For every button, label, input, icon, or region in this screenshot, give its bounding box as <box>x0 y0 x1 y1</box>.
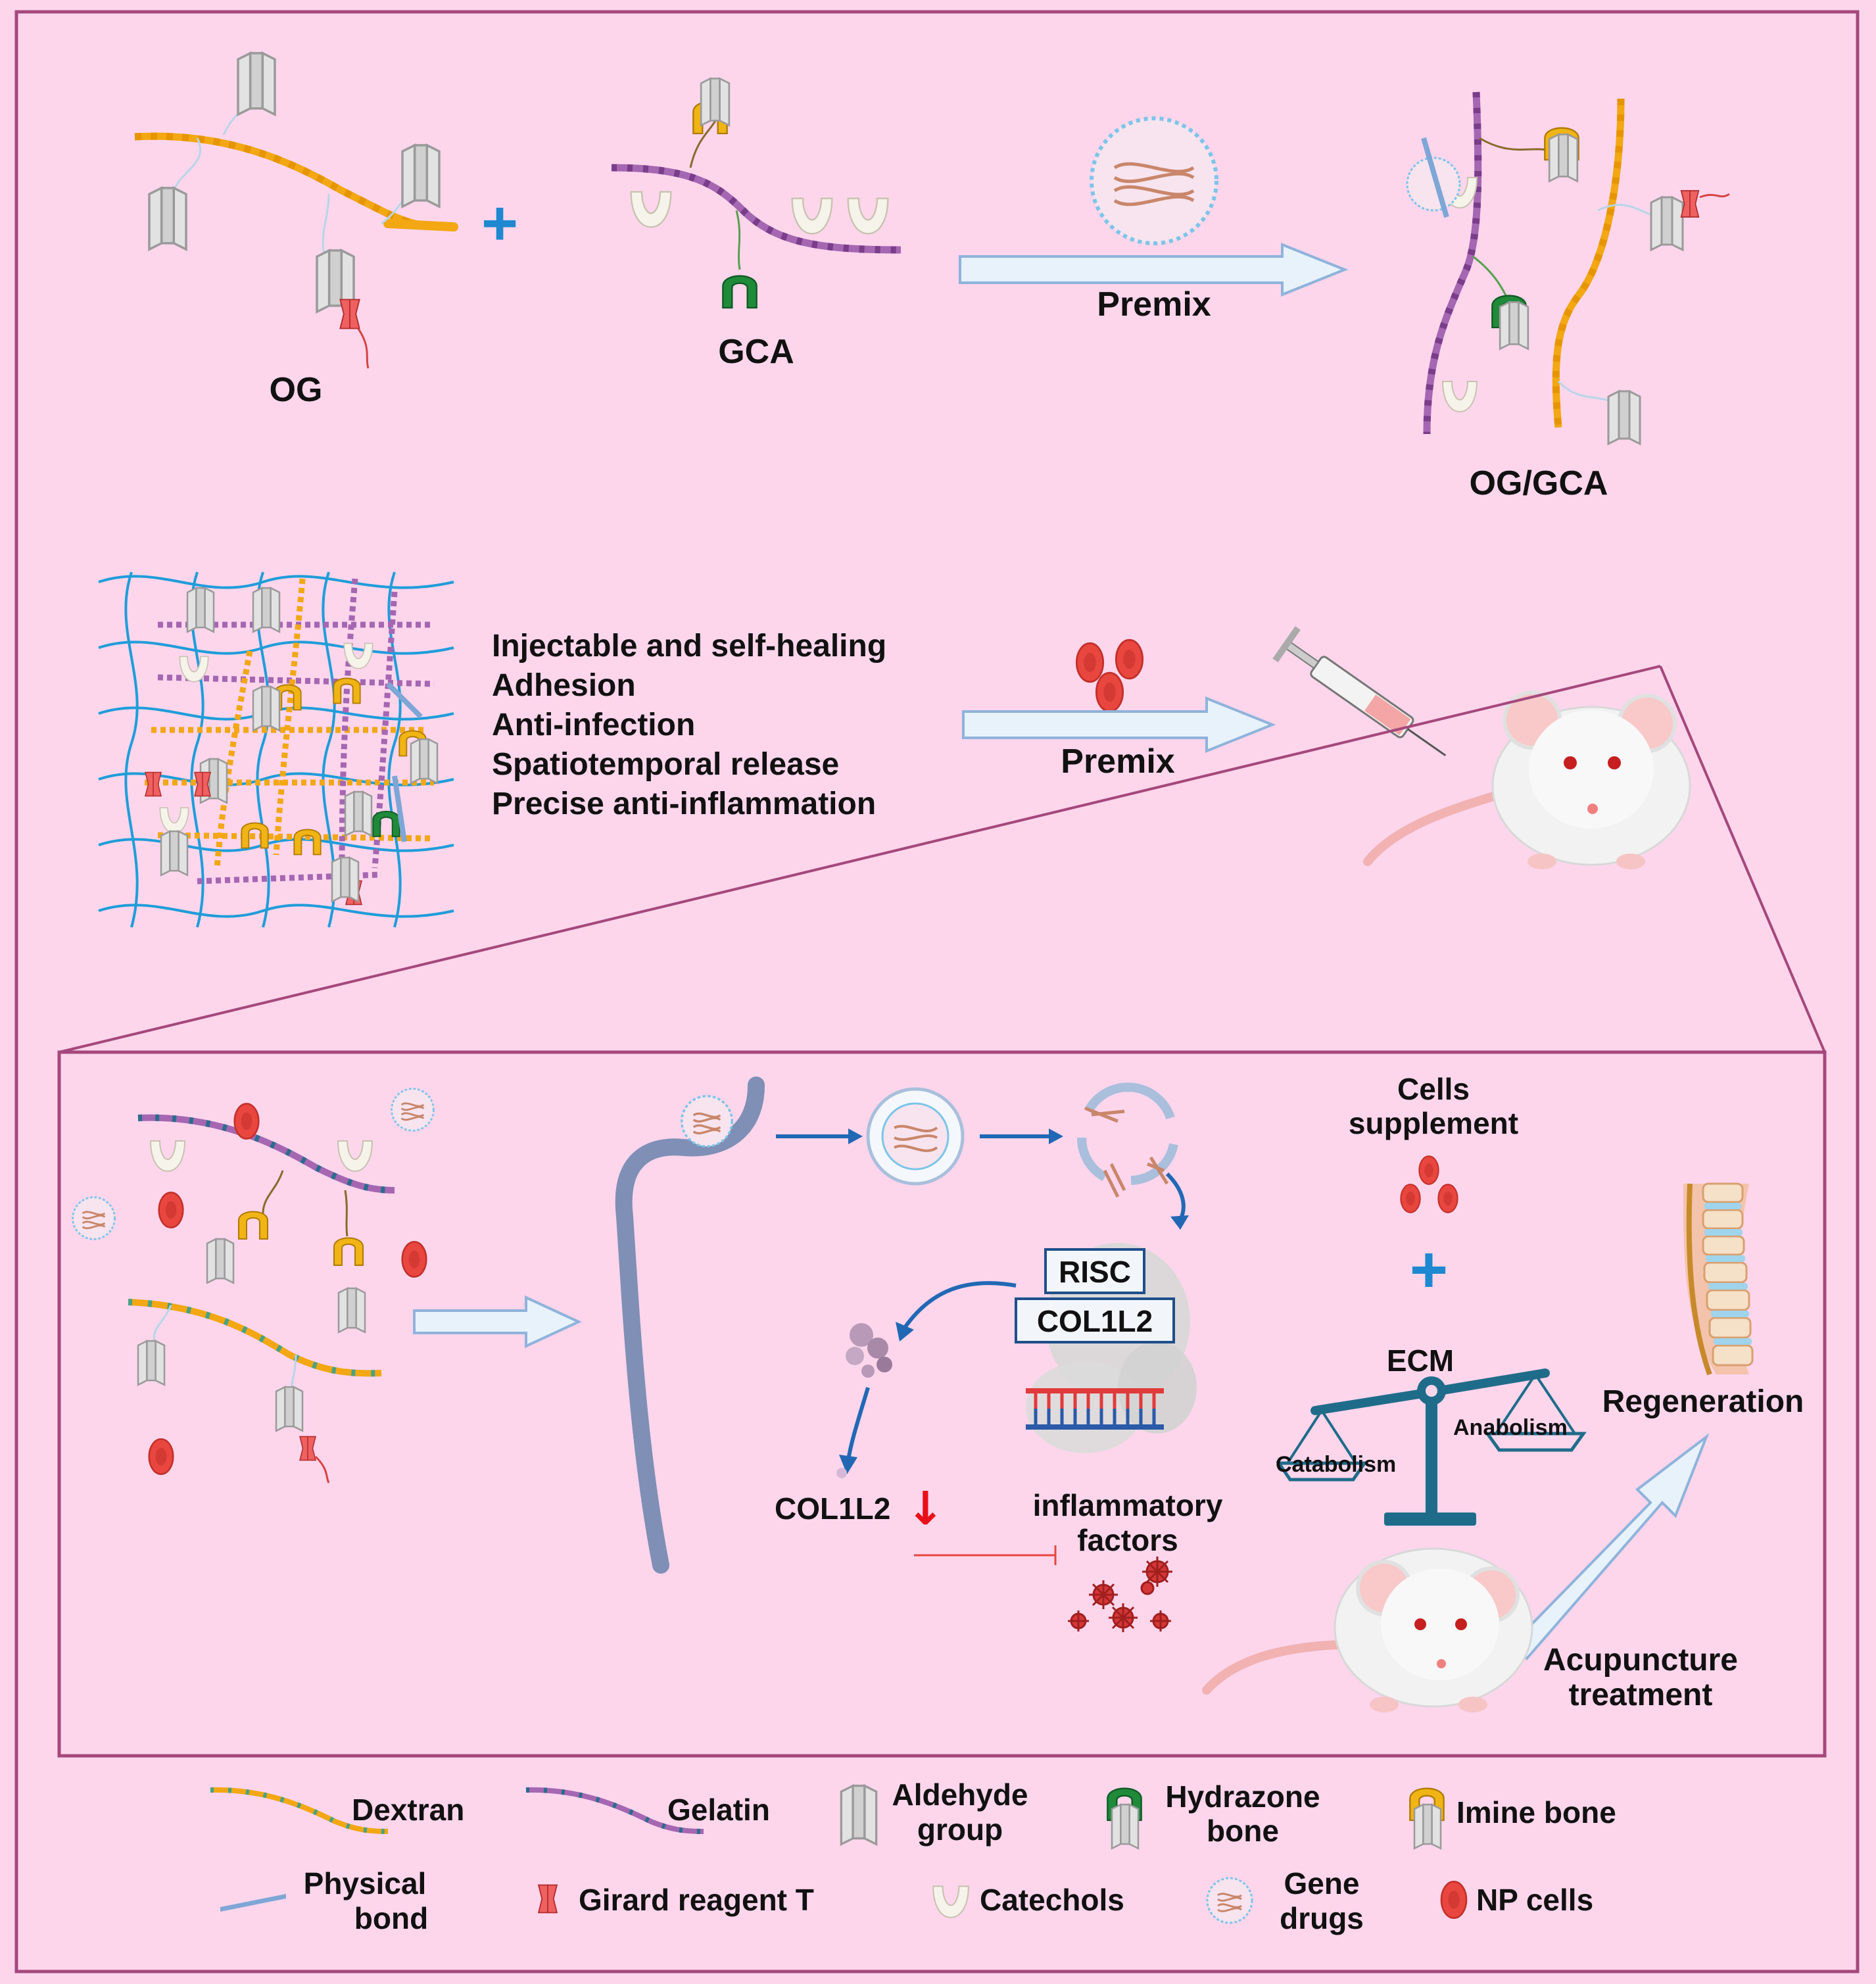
property-item: Spatiotemporal release <box>492 747 839 782</box>
gene-drug-capsule-top <box>1090 116 1218 245</box>
premix-arrow-middle <box>962 696 1276 753</box>
legend-dextran: Dextran <box>210 1787 464 1834</box>
hydrogel-components-zoom <box>72 1088 435 1484</box>
legend-gene-label-line1: Gene <box>1284 1866 1359 1900</box>
col1l2-label: COL1L2 <box>775 1491 890 1526</box>
anabolism-label: Anabolism <box>1453 1415 1568 1440</box>
legend-dextran-label: Dextran <box>352 1793 464 1827</box>
zoom-line-right <box>1659 665 1826 1053</box>
inflammatory-factors-icon <box>1068 1557 1172 1632</box>
properties-list: Injectable and self-healing Adhesion Ant… <box>492 629 886 821</box>
gene-drug-at-membrane <box>681 1095 733 1148</box>
cell-membrane <box>615 1077 765 1574</box>
plus-sign-top: + <box>481 188 518 258</box>
legend-gene-drugs: Gene drugs <box>1206 1866 1364 1935</box>
inflammatory-factors-label-line2: factors <box>1077 1523 1178 1557</box>
hydrogel-network <box>98 571 454 928</box>
target-box <box>1015 1297 1175 1343</box>
plus-sign-mechanism: + <box>1410 1233 1448 1307</box>
og-label: OG <box>270 371 323 409</box>
target-label: COL1L2 <box>1037 1304 1153 1338</box>
premix-arrow-top <box>959 243 1349 297</box>
mouse-icon-middle <box>1363 690 1691 869</box>
legend-hydrazone-label-line2: bone <box>1207 1814 1279 1848</box>
property-item: Injectable and self-healing <box>492 629 886 664</box>
uptake-arrowhead-2 <box>1049 1128 1063 1144</box>
legend-physical-bond: Physical bond <box>220 1866 428 1935</box>
acupuncture-label-line1: Acupuncture <box>1543 1643 1738 1678</box>
gca-molecule <box>611 78 902 309</box>
cells-supplement-label-line2: supplement <box>1349 1106 1518 1140</box>
property-item: Anti-infection <box>492 708 695 742</box>
degradation-arrow <box>846 1387 870 1461</box>
small-fragment <box>836 1468 847 1478</box>
legend-gene-label-line2: drugs <box>1280 1901 1364 1935</box>
legend-gelatin: Gelatin <box>525 1787 770 1834</box>
regeneration-label: Regeneration <box>1602 1384 1804 1419</box>
legend-physical-label-line2: bond <box>354 1901 428 1935</box>
delivery-arrow <box>413 1295 582 1349</box>
legend-np-cells-label: NP cells <box>1476 1883 1593 1917</box>
ecm-label: ECM <box>1387 1343 1454 1378</box>
legend-np-cells: NP cells <box>1440 1880 1593 1920</box>
mechanism-box <box>57 1050 1827 1758</box>
legend-hydrazone: Hydrazone bone <box>1107 1779 1320 1850</box>
syringe-icon <box>1272 626 1447 757</box>
gca-label: GCA <box>718 333 794 371</box>
premix-label-top: Premix <box>1097 285 1211 324</box>
degraded-mrna-fragments <box>846 1323 892 1378</box>
legend-aldehyde-label-line1: Aldehyde <box>892 1778 1028 1812</box>
premix-label-middle: Premix <box>1061 742 1175 781</box>
catabolism-label: Catabolism <box>1276 1452 1396 1477</box>
cells-supplement-label-line1: Cells <box>1397 1072 1470 1106</box>
ecm-balance-scale-icon <box>1276 1368 1587 1526</box>
legend-imine: Imine bone <box>1409 1787 1616 1850</box>
down-arrow-icon: ↓ <box>906 1482 945 1536</box>
og-molecule <box>134 52 458 369</box>
release-arrowhead <box>1170 1215 1189 1230</box>
legend: Dextran Gelatin Aldehyde group Hydrazone… <box>210 1778 1616 1935</box>
mrna-duplex <box>1026 1388 1164 1430</box>
property-item: Precise anti-inflammation <box>492 786 876 821</box>
legend-girard-label: Girard reagent T <box>579 1883 814 1917</box>
legend-girard: Girard reagent T <box>538 1883 814 1917</box>
legend-hydrazone-label-line1: Hydrazone <box>1165 1779 1320 1814</box>
uptake-arrowhead-1 <box>848 1128 863 1144</box>
risc-label: RISC <box>1059 1255 1131 1289</box>
outer-frame <box>14 10 1860 1973</box>
oggca-label: OG/GCA <box>1470 464 1608 502</box>
zoom-line-left <box>59 665 1661 1053</box>
cleavage-arrowhead <box>896 1322 914 1342</box>
risc-box <box>1044 1248 1145 1294</box>
acupuncture-label-line2: treatment <box>1569 1678 1713 1712</box>
spine-icon <box>1683 1182 1754 1376</box>
inflammatory-factors-label-line1: inflammatory <box>1033 1488 1223 1522</box>
property-item: Adhesion <box>492 668 636 703</box>
endosome <box>866 1087 965 1186</box>
oggca-crosslinked-molecule <box>1406 91 1730 445</box>
legend-catechols: Catechols <box>932 1883 1124 1918</box>
regeneration-arrow <box>1510 1433 1710 1660</box>
legend-catechols-label: Catechols <box>980 1883 1124 1917</box>
legend-physical-label-line1: Physical <box>304 1866 427 1900</box>
legend-gelatin-label: Gelatin <box>667 1793 770 1827</box>
legend-aldehyde: Aldehyde group <box>840 1778 1028 1847</box>
legend-imine-label: Imine bone <box>1456 1795 1616 1829</box>
legend-aldehyde-label-line2: group <box>917 1812 1003 1847</box>
mouse-icon-mechanism <box>1202 1547 1533 1712</box>
endosome-escape <box>1076 1082 1178 1198</box>
degradation-arrowhead <box>839 1455 857 1474</box>
cleavage-arrow <box>902 1281 1017 1330</box>
